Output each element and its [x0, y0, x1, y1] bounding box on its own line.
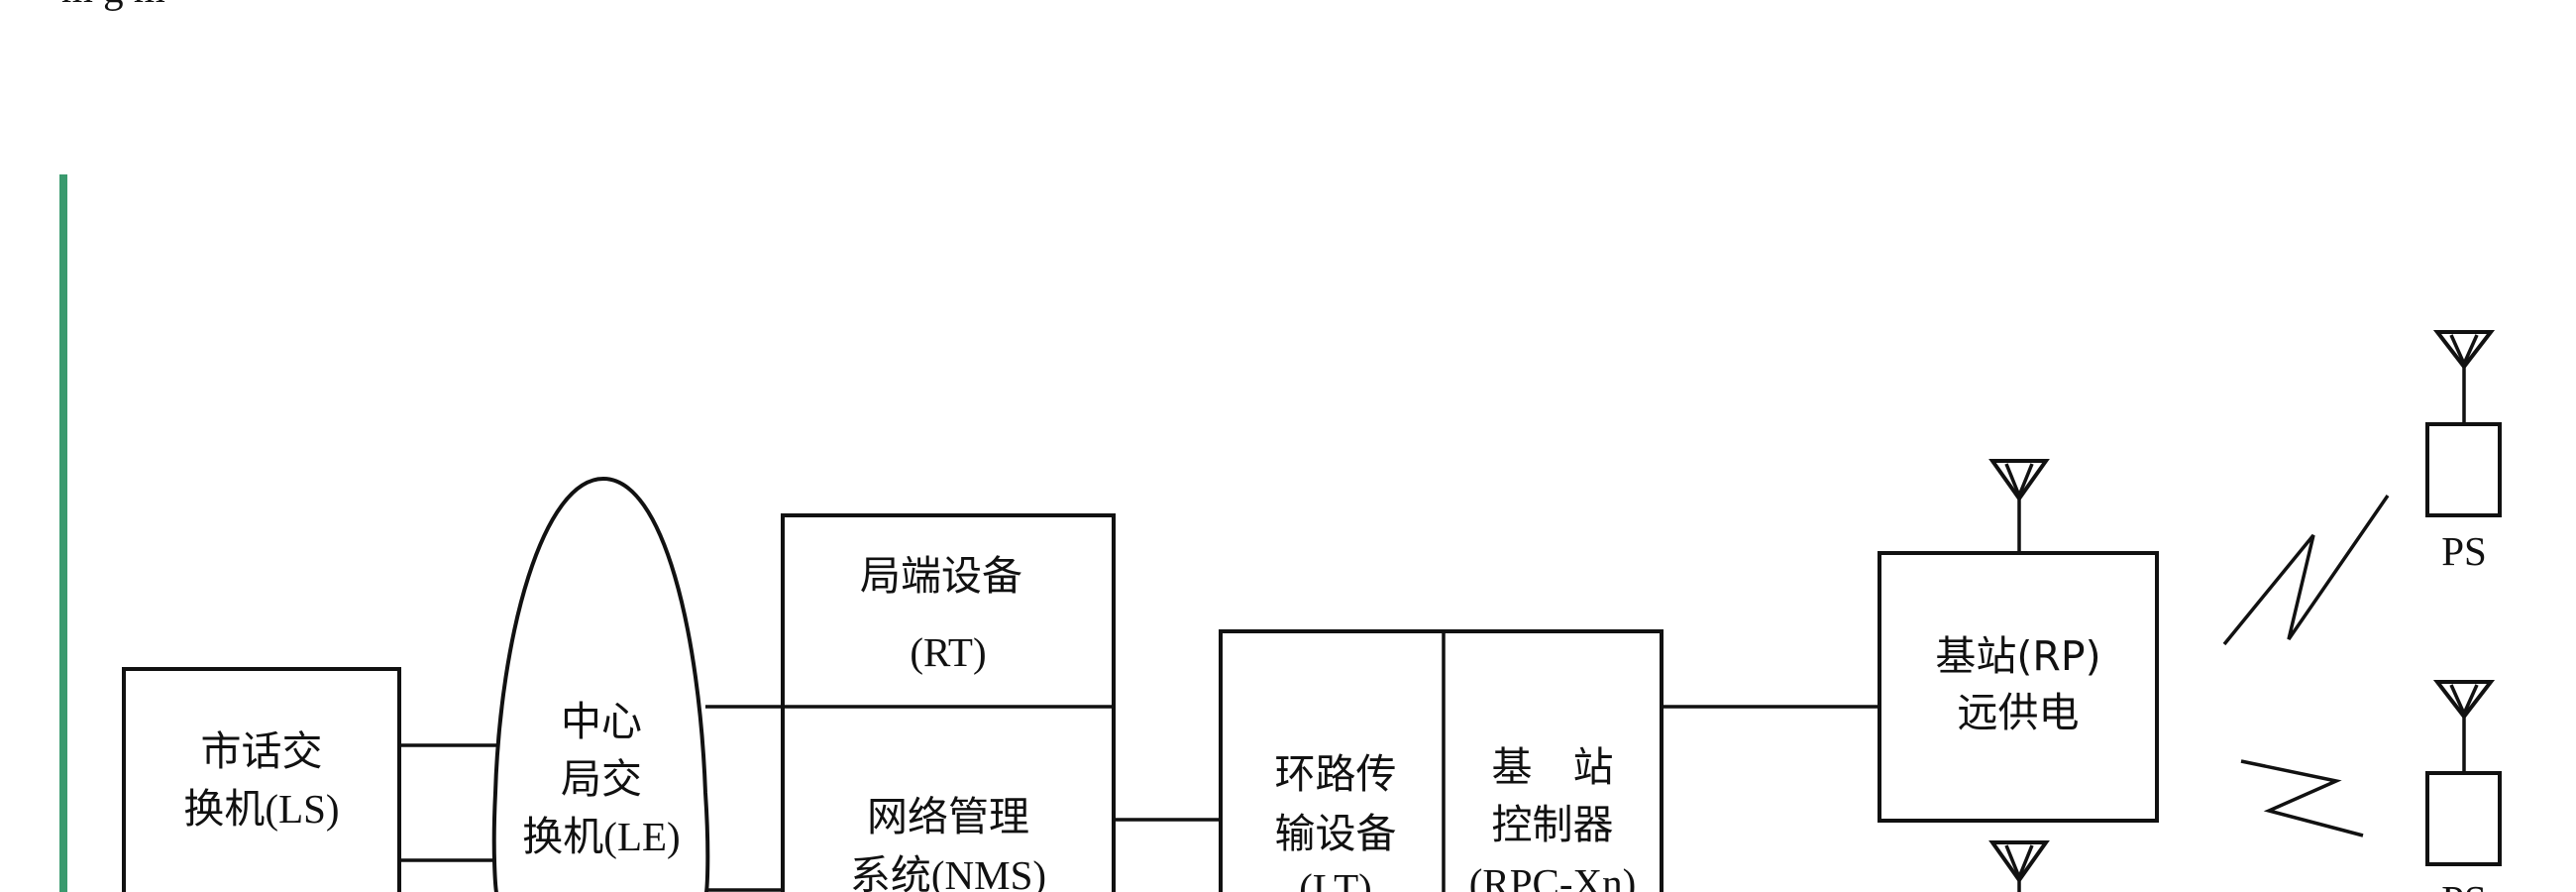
le-node: 中心 局交 换机(LE)	[491, 476, 710, 892]
rp-antenna-bottom-inner-right	[2017, 844, 2034, 878]
radio-link-lower	[2240, 759, 2364, 837]
rpc-label-line2: 控制器	[1492, 801, 1614, 848]
ps-bottom-antenna-inner-right	[2462, 684, 2479, 715]
ls-box	[122, 667, 401, 892]
lt-label-line1: 环路传	[1275, 750, 1397, 798]
rp-label-line2: 远供电	[1958, 689, 2080, 736]
rp-node: 基站(RP) 远供电	[1878, 551, 2159, 823]
rp-antenna-top-triangle	[1988, 459, 2050, 502]
rp-antenna-top-inner-right	[2017, 463, 2034, 497]
ps-bottom-label: PS	[2441, 877, 2487, 892]
rt-label-line2: (RT)	[910, 629, 986, 675]
rpc-label-line3: (RPC-Xn)	[1469, 860, 1637, 892]
ps-top-label: PS	[2441, 528, 2487, 574]
le-label-line3: 换机(LE)	[522, 814, 680, 859]
rt-nms-node: 局端设备 (RT) 网络管理 系统(NMS)	[781, 513, 1116, 892]
rp-label-line1: 基站(RP)	[1935, 632, 2100, 680]
header-snippet: m g m	[61, 0, 165, 11]
ps-top-antenna-inner-left	[2449, 334, 2466, 365]
rp-antenna-top-inner-left	[2004, 463, 2021, 497]
lt-label-line2: 输设备	[1275, 810, 1397, 857]
rpc-label-line1: 基 站	[1492, 743, 1614, 791]
accent-bar	[59, 174, 67, 892]
antenna-icon	[1988, 840, 2050, 884]
ps-top-antenna-inner-right	[2462, 334, 2479, 365]
lt-rpc-box	[1219, 629, 1664, 892]
lt-rpc-node: 环路传 输设备 (LT) 基 站 控制器 (RPC-Xn)	[1219, 629, 1664, 892]
ps-bottom-handset	[2425, 771, 2502, 866]
ps-bottom-antenna-inner-left	[2449, 684, 2466, 715]
rp-antenna-bottom-triangle	[1988, 840, 2050, 884]
ls-label-line1: 市话交	[201, 727, 323, 775]
nms-label-line1: 网络管理	[867, 793, 1029, 840]
le-label-line1: 中心	[561, 698, 642, 745]
ps-top-node: PS	[2425, 330, 2502, 574]
lt-label-line3: (LT)	[1299, 865, 1372, 892]
ps-top-antenna	[2432, 330, 2496, 371]
rt-nms-box	[781, 513, 1116, 892]
ls-node: 市话交 换机(LS)	[122, 667, 401, 892]
radio-link-upper	[2222, 495, 2390, 646]
le-label-line2: 局交	[561, 755, 642, 803]
ps-top-handset	[2425, 422, 2502, 517]
nms-label-line2: 系统(NMS)	[850, 852, 1046, 892]
ps-bottom-antenna	[2432, 680, 2496, 721]
rp-box	[1878, 551, 2159, 823]
lightning-icon	[2222, 495, 2390, 646]
rt-label-line1: 局端设备	[860, 552, 1022, 600]
ls-label-line2: 换机(LS)	[183, 786, 339, 832]
rp-antenna-bottom-inner-left	[2004, 844, 2021, 878]
antenna-icon	[1988, 459, 2050, 502]
le-ellipse	[491, 476, 710, 892]
lightning-icon	[2240, 759, 2364, 837]
ps-bottom-node: PS	[2425, 680, 2502, 892]
